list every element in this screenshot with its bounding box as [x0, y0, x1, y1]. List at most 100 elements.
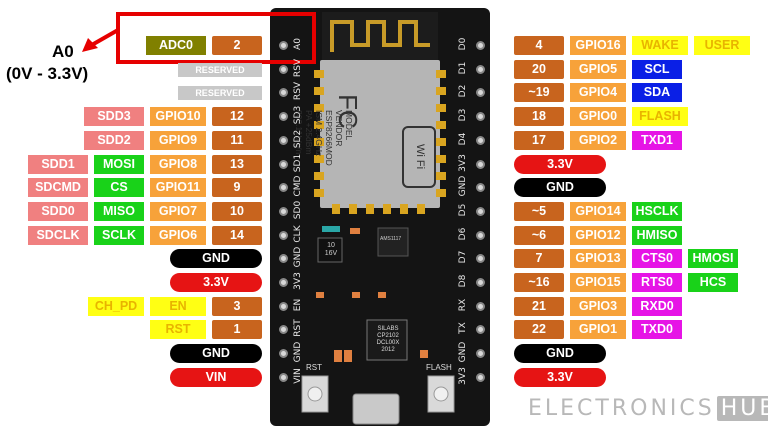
chip-line: ISM 2.4GHz	[314, 110, 324, 157]
left-pin-label: GPIO10	[150, 107, 206, 127]
right-pin-label: GPIO2	[570, 130, 626, 150]
right-pin-hole	[476, 41, 485, 50]
module-pad	[436, 70, 446, 78]
usb-chip	[366, 319, 408, 361]
left-pin-label: SDD2	[84, 130, 144, 150]
left-pin-hole	[279, 183, 288, 193]
module-pad	[314, 138, 324, 146]
right-pin-label: GPIO0	[570, 107, 626, 127]
module-pad	[314, 172, 324, 180]
right-pin-label: GPIO15	[570, 273, 626, 292]
left-pin-hole	[279, 135, 288, 145]
left-pin-hole	[279, 159, 288, 169]
left-pin-hole	[279, 372, 288, 382]
right-pin-hole	[476, 230, 485, 240]
left-pin-label: GPIO8	[150, 154, 206, 174]
left-pin-hole	[279, 325, 288, 335]
right-pin-hole	[476, 325, 485, 335]
left-pin-label: GPIO6	[150, 225, 206, 245]
left-pin-label: 9	[212, 178, 262, 198]
left-pin-label: GND	[170, 344, 262, 364]
right-pin-hole	[476, 112, 485, 122]
right-pin-label: 20	[514, 59, 564, 79]
left-pin-label: CH_PD	[88, 296, 144, 316]
left-pin-label: 10	[212, 201, 262, 221]
left-pin-hole	[279, 349, 288, 359]
left-pin-hole	[279, 112, 288, 122]
right-pin-label: ~6	[514, 225, 564, 245]
right-pin-label: ~16	[514, 273, 564, 292]
smd-part	[316, 292, 324, 298]
right-pin-hole	[476, 159, 485, 169]
left-pin-label: EN	[150, 296, 206, 316]
chip-line: MODEL	[344, 110, 354, 141]
left-pin-label: RST	[150, 320, 206, 340]
right-pin-label: 3.3V	[514, 367, 606, 387]
module-pad	[436, 138, 446, 146]
right-pin-label: 22	[514, 320, 564, 340]
left-pin-label: RESERVED	[178, 62, 262, 77]
usb-chip-line: 2012	[381, 347, 395, 353]
module-pad	[436, 172, 446, 180]
right-pin-label: GPIO16	[570, 36, 626, 55]
right-pin-label: GPIO13	[570, 249, 626, 269]
smd-part	[350, 228, 360, 234]
left-pin-label: GPIO9	[150, 130, 206, 150]
a0-annotation-range: (0V - 3.3V)	[6, 64, 89, 83]
a0-highlight-box	[116, 12, 316, 64]
brand-hub: HUB	[716, 396, 768, 421]
left-pin-label: 12	[212, 107, 262, 127]
module-pad	[314, 189, 324, 197]
cap-line: 10	[327, 242, 335, 249]
left-pin-label: RESERVED	[178, 86, 262, 101]
left-pin-label: GND	[170, 249, 262, 269]
micro-usb-port	[352, 393, 400, 425]
right-pin-hole	[476, 64, 485, 74]
right-pin-label: 21	[514, 296, 564, 316]
capacitor	[317, 237, 343, 263]
right-pin-hole	[476, 183, 485, 193]
module-pads	[314, 70, 446, 214]
smd-part	[334, 350, 342, 362]
usb-chip-text: SILABS CP2102 DCL00X 2012	[370, 326, 406, 354]
left-pin-label: GPIO11	[150, 178, 206, 198]
right-pin-label: FLASH	[632, 107, 688, 127]
right-pin-label: CTS0	[632, 249, 682, 269]
a0-annotation-title: A0	[52, 42, 74, 61]
smd-part	[352, 292, 360, 298]
cap-line: 16V	[324, 250, 338, 257]
right-pin-hole	[476, 206, 485, 216]
right-pin-label: USER	[694, 36, 750, 55]
module-pad	[436, 189, 446, 197]
smd-part	[420, 350, 428, 358]
right-pin-label: GPIO5	[570, 59, 626, 79]
left-pin-hole	[279, 230, 288, 240]
brand-name: ELECTRONICS	[528, 396, 715, 421]
module-pad	[400, 204, 408, 214]
right-pin-hole	[476, 278, 485, 287]
left-pin-label: SDD3	[84, 107, 144, 127]
right-pin-label: RXD0	[632, 296, 682, 316]
right-pin-label: 7	[514, 249, 564, 269]
module-pad	[436, 87, 446, 95]
right-pin-hole	[476, 301, 485, 311]
left-pin-label: 14	[212, 225, 262, 245]
module-pad	[349, 204, 357, 214]
right-pin-label: TXD1	[632, 130, 682, 150]
wifi-module-antenna-area	[322, 12, 438, 60]
left-pin-hole	[279, 41, 288, 50]
right-pin-label: 18	[514, 107, 564, 127]
brand-logo: ELECTRONICSHUB	[528, 396, 768, 421]
right-pin-hole	[476, 88, 485, 98]
module-pad	[314, 155, 324, 163]
left-pin-label: 3.3V	[170, 273, 262, 292]
left-pin-hole	[279, 254, 288, 264]
left-pin-label: 2	[212, 36, 262, 55]
left-pin-hole	[279, 64, 288, 74]
left-pin-label: SCLK	[94, 225, 144, 245]
right-pin-label: GPIO12	[570, 225, 626, 245]
right-pin-label: 4	[514, 36, 564, 55]
module-pad	[314, 104, 324, 112]
